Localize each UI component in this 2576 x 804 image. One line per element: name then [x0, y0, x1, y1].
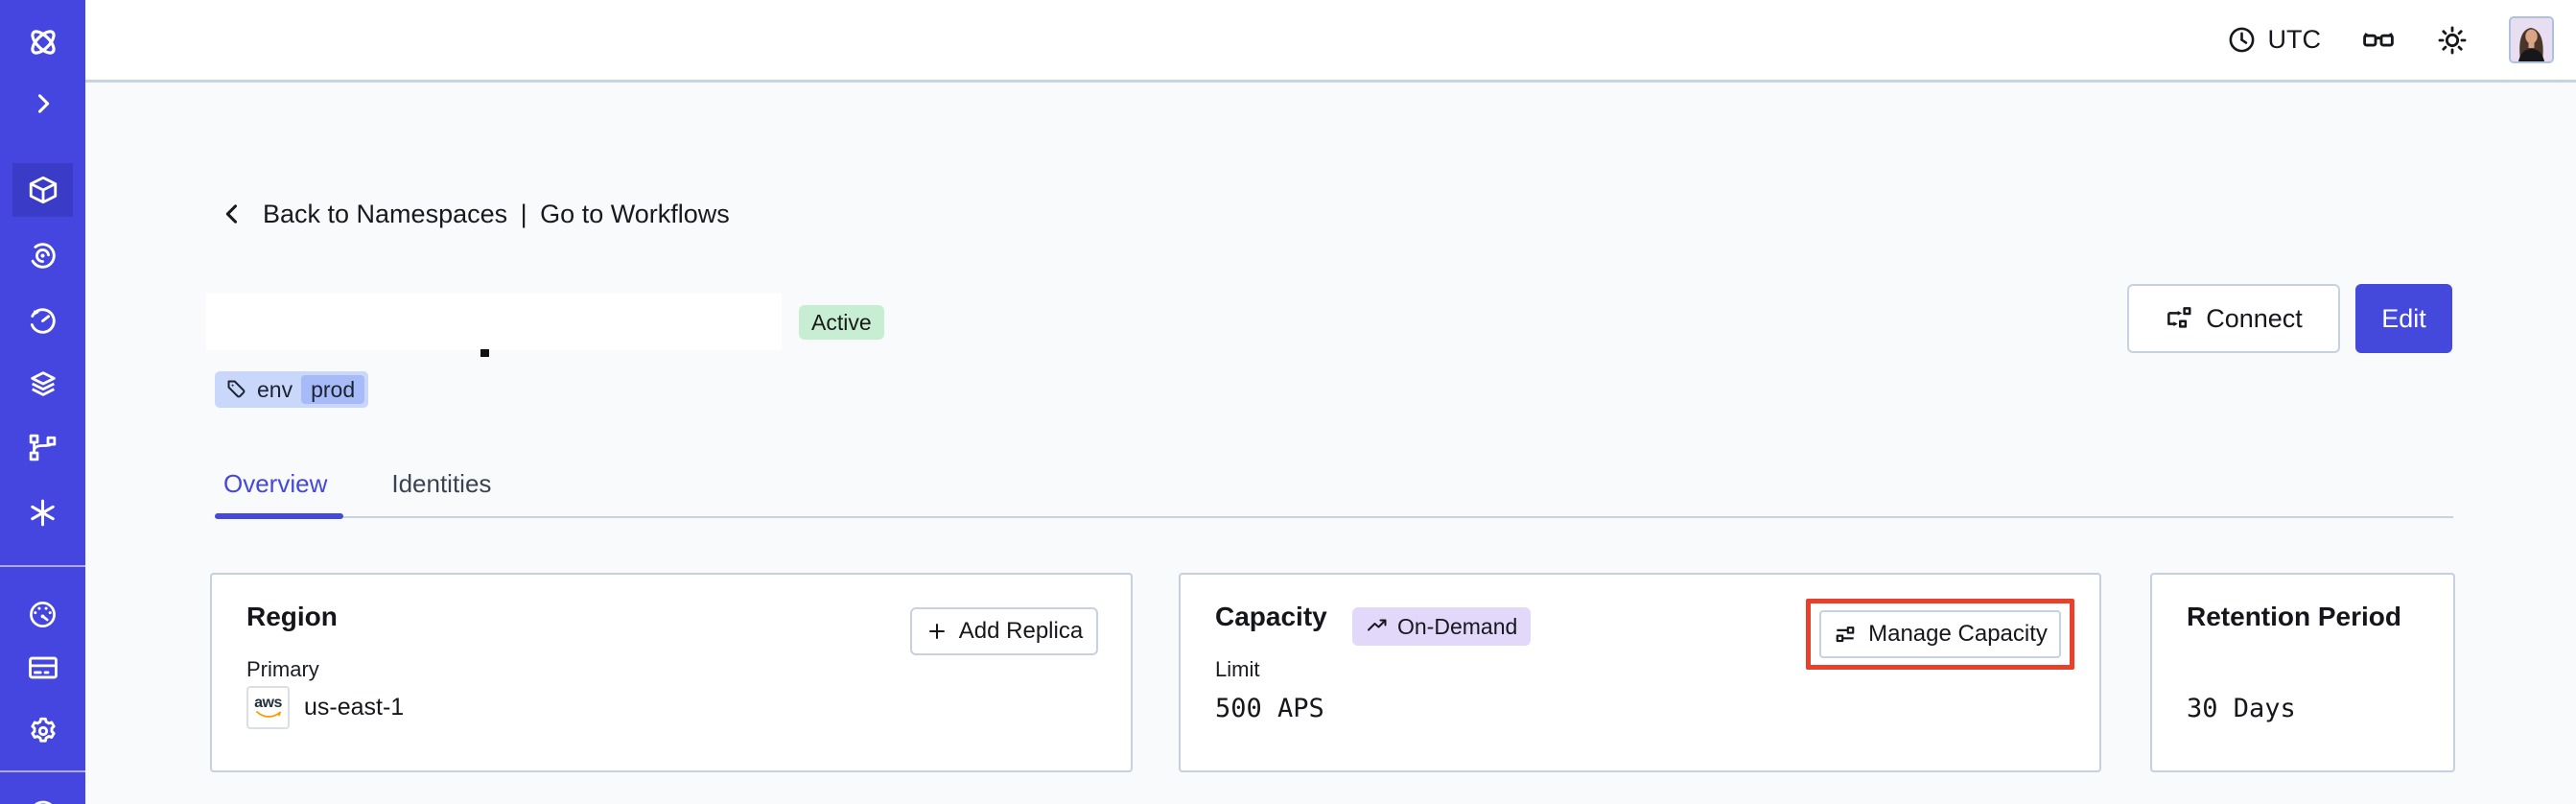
tab-bar: Overview Identities — [215, 462, 500, 505]
primary-label: Primary — [246, 657, 319, 681]
add-replica-label: Add Replica — [958, 618, 1084, 644]
retention-value: 30 Days — [2187, 694, 2296, 723]
sidebar-item-schedules[interactable] — [0, 294, 85, 347]
region-value: us-east-1 — [304, 694, 405, 721]
expand-chevron-icon[interactable] — [0, 77, 85, 130]
status-badge: Active — [799, 305, 884, 340]
plus-icon — [925, 620, 948, 643]
glasses-icon[interactable] — [2361, 23, 2396, 58]
aws-logo-text: aws — [254, 694, 282, 711]
sidebar-item-billing[interactable] — [0, 641, 85, 695]
sidebar-item-settings[interactable] — [0, 704, 85, 758]
manage-capacity-button[interactable]: Manage Capacity — [1819, 610, 2061, 658]
connect-button[interactable]: Connect — [2127, 284, 2340, 353]
sliders-icon — [1833, 622, 1858, 647]
sidebar-item-namespaces[interactable] — [0, 163, 85, 217]
capacity-card-title: Capacity — [1215, 602, 1327, 631]
sidebar-item-profile[interactable] — [0, 785, 85, 804]
sidebar-divider — [0, 565, 85, 567]
sidebar-divider-bottom — [0, 770, 85, 772]
capacity-limit-value: 500 APS — [1215, 694, 1324, 723]
redaction-artifact-dot — [480, 349, 489, 357]
sidebar-item-batch-operations[interactable] — [0, 485, 85, 539]
sidebar-item-nexus[interactable] — [0, 228, 85, 282]
manage-capacity-label: Manage Capacity — [1868, 621, 2048, 647]
breadcrumb-separator: | — [520, 199, 527, 228]
sidebar-item-pipelines[interactable] — [0, 420, 85, 474]
timezone-label: UTC — [2267, 25, 2322, 54]
breadcrumb: Back to Namespaces | Go to Workflows — [219, 193, 730, 235]
connect-icon — [2165, 304, 2193, 333]
active-tab-underline — [215, 513, 343, 519]
region-card: Region Add Replica Primary aws us-east-1 — [210, 573, 1133, 772]
sidebar-item-usage[interactable] — [0, 587, 85, 641]
temporal-logo-icon[interactable] — [0, 15, 85, 69]
breadcrumb-back-link[interactable]: Back to Namespaces — [263, 199, 508, 228]
tab-overview-label: Overview — [223, 468, 328, 498]
retention-card-title: Retention Period — [2187, 602, 2402, 631]
primary-region-row: aws us-east-1 — [246, 686, 404, 729]
on-demand-badge: On-Demand — [1352, 607, 1532, 646]
on-demand-label: On-Demand — [1397, 613, 1518, 639]
retention-card: Retention Period 30 Days — [2150, 573, 2455, 772]
sidebar-item-layers[interactable] — [0, 357, 85, 411]
tab-identities[interactable]: Identities — [383, 462, 500, 505]
tag-key: env — [257, 376, 293, 402]
back-chevron-icon[interactable] — [219, 201, 246, 227]
edit-button[interactable]: Edit — [2355, 284, 2452, 353]
annotation-highlight-box: Manage Capacity — [1806, 599, 2074, 670]
edit-button-label: Edit — [2381, 303, 2426, 333]
limit-label: Limit — [1215, 657, 1260, 681]
capacity-card: Capacity On-Demand Manage Capacity Limi — [1179, 573, 2101, 772]
tag-value: prod — [301, 375, 365, 404]
aws-logo: aws — [246, 686, 290, 729]
tabs-bottom-border — [215, 516, 2453, 518]
namespace-tag-chip[interactable]: env prod — [215, 371, 369, 408]
theme-toggle-sun-icon[interactable] — [2436, 24, 2469, 57]
status-badge-label: Active — [811, 309, 872, 335]
namespace-name-redacted — [206, 294, 782, 350]
tab-overview[interactable]: Overview — [215, 462, 336, 505]
region-card-title: Region — [246, 602, 338, 631]
trending-up-icon — [1366, 615, 1389, 638]
tag-icon — [225, 378, 248, 401]
tab-identities-label: Identities — [391, 468, 492, 498]
sidebar — [0, 0, 85, 804]
clock-icon — [2227, 25, 2257, 55]
timezone-selector[interactable]: UTC — [2227, 25, 2322, 55]
topbar: UTC — [85, 0, 2576, 83]
add-replica-button[interactable]: Add Replica — [910, 607, 1098, 655]
user-avatar[interactable] — [2509, 16, 2554, 63]
connect-button-label: Connect — [2206, 303, 2303, 333]
breadcrumb-workflows-link[interactable]: Go to Workflows — [540, 199, 730, 228]
